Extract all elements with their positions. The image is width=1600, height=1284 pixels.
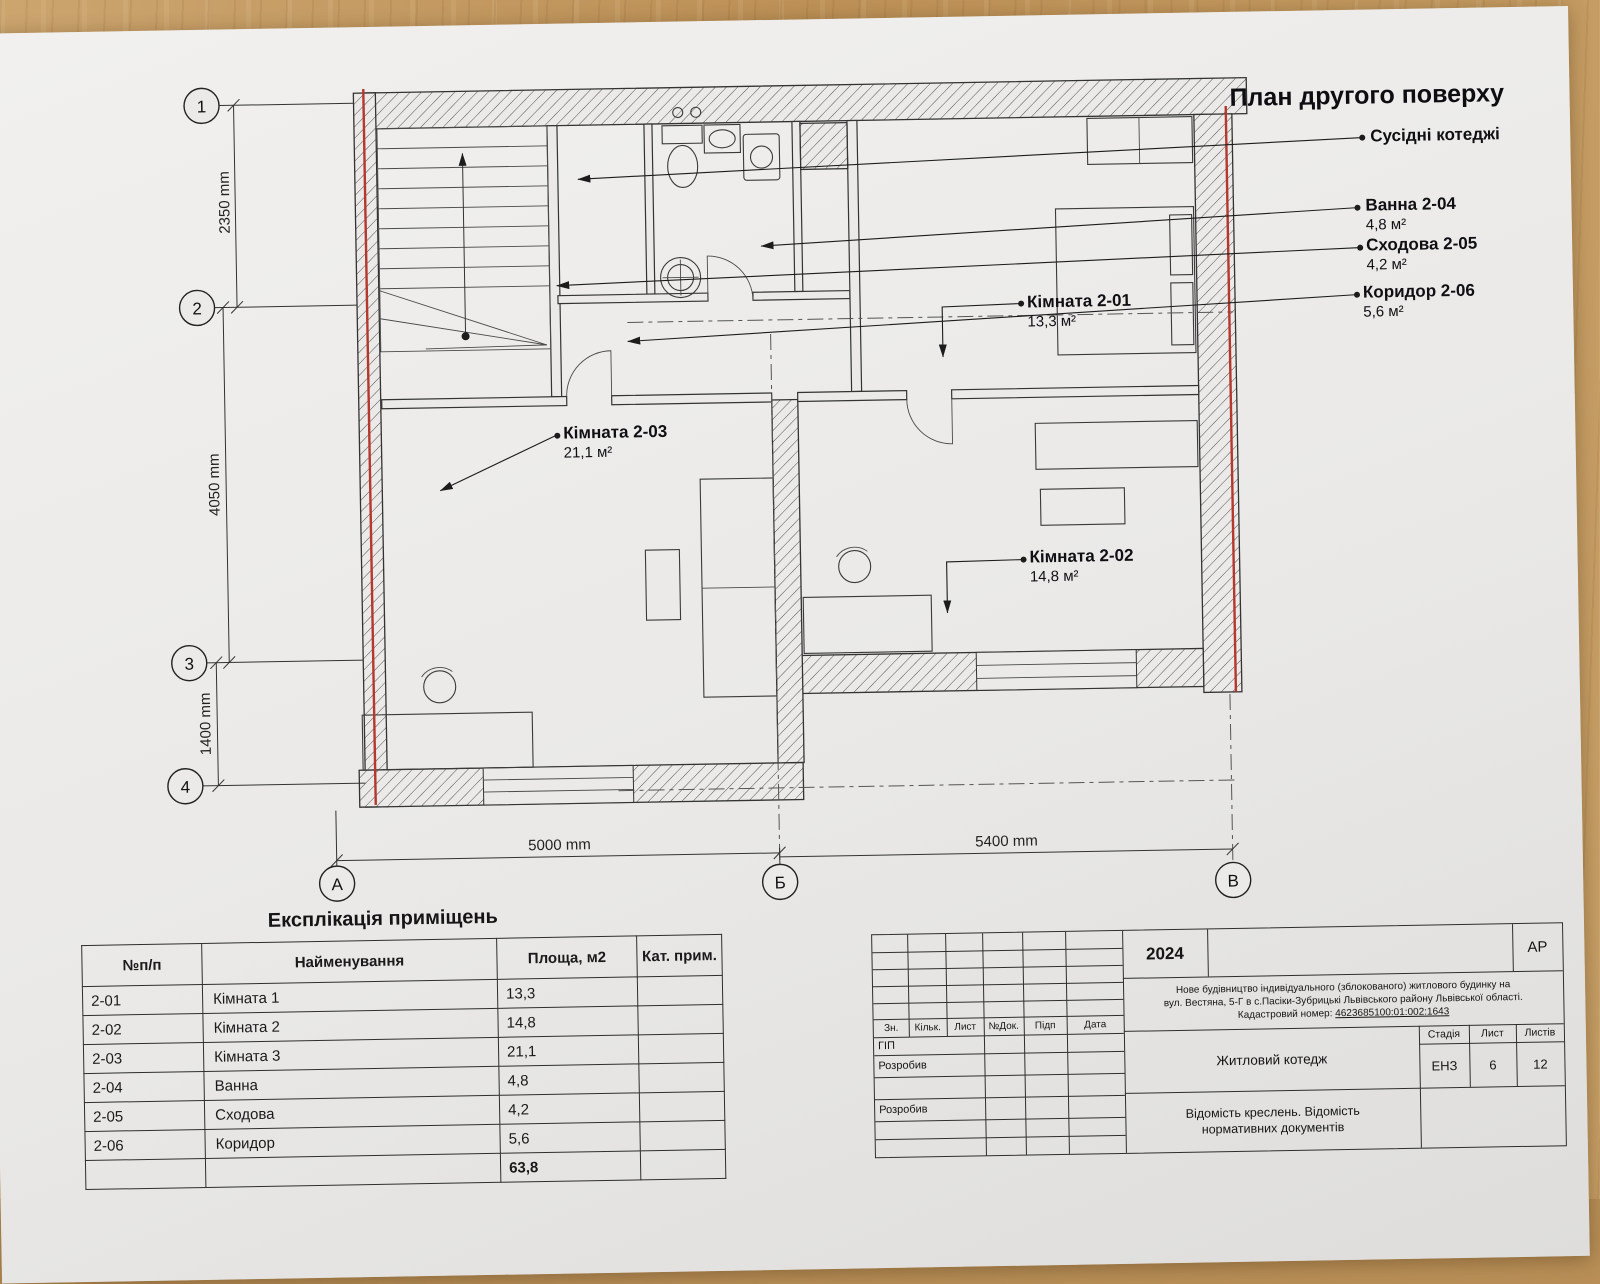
cell-area: 4,2 [499, 1093, 639, 1124]
sheet-content: 2350 mm 4050 mm 1400 mm 5000 mm 5400 mm … [0, 6, 1590, 1283]
explication-table: №п/п Найменування Площа, м2 Кат. прим. 2… [81, 934, 726, 1190]
cell-cat [637, 975, 722, 1005]
rev-header-doc: №Док. [984, 1017, 1024, 1036]
axis-v: В [1227, 871, 1239, 890]
cell-cat [639, 1062, 724, 1092]
chair-room-203 [421, 667, 456, 703]
bed-room-201 [1055, 207, 1196, 355]
label-neighbors: Сусідні котеджі [1370, 123, 1500, 146]
dim-5400: 5400 mm [975, 832, 1038, 850]
cell-empty [205, 1153, 500, 1187]
desk-room-202 [803, 595, 932, 653]
dim-5000: 5000 mm [528, 836, 591, 854]
stair-walk-line [462, 153, 465, 336]
signature-gip: ГІП [874, 1035, 986, 1055]
room-label-bath: Ванна 2-04 4,8 м² [1365, 193, 1456, 235]
cell-total-area: 63,8 [500, 1151, 640, 1182]
drawing-mark: АР [1512, 923, 1563, 971]
dim-4050: 4050 mm [206, 453, 224, 516]
cell-num: 2-04 [84, 1071, 204, 1102]
cell-area: 14,8 [498, 1006, 638, 1037]
sheet-header: Лист [1469, 1024, 1516, 1043]
floor-plan-drawing: 2350 mm 4050 mm 1400 mm 5000 mm 5400 mm … [0, 6, 1590, 926]
title-block: Зн. Кільк. Лист №Док. Підп Дата ГІП Розр… [871, 922, 1567, 1158]
vent-shaft [800, 123, 848, 170]
sheets-header: Листів [1516, 1023, 1564, 1042]
room-label-corridor: Коридор 2-06 5,6 м² [1363, 280, 1476, 322]
axis-3: 3 [184, 655, 194, 674]
cadastre-label: Кадастровий номер: [1238, 1008, 1336, 1021]
header-num: №п/п [82, 943, 203, 986]
signature-developer-1: Розробив [874, 1053, 986, 1077]
cell-num: 2-06 [85, 1129, 205, 1160]
header-name: Найменування [202, 938, 498, 984]
axis-b: Б [774, 873, 785, 892]
dimensions: 2350 mm 4050 mm 1400 mm 5000 mm 5400 mm [186, 82, 1238, 874]
sink-icon [704, 124, 740, 153]
rev-header-kilk: Кільк. [909, 1018, 947, 1037]
cell-cat [639, 1091, 724, 1121]
header-cat: Кат. прим. [637, 934, 723, 976]
doc-line-2: нормативних документів [1202, 1119, 1345, 1137]
document-list-title: Відомість креслень. Відомість нормативни… [1125, 1088, 1421, 1153]
cell-cat [640, 1120, 725, 1150]
axis-2: 2 [192, 299, 202, 318]
room-label-202: Кімната 2-02 14,8 м² [1029, 545, 1134, 587]
desk-room-203 [362, 712, 533, 770]
rev-header-zn: Зн. [874, 1019, 909, 1038]
stage-value: ЕНЗ [1419, 1043, 1470, 1088]
toilet-icon [662, 125, 703, 188]
stage-header: Стадія [1419, 1025, 1469, 1044]
year: 2024 [1122, 929, 1208, 977]
cadastre-number: 4623685100:01:002:1643 [1335, 1006, 1449, 1019]
cell-area: 13,3 [497, 977, 637, 1008]
drawing-sheet: 2350 mm 4050 mm 1400 mm 5000 mm 5400 mm … [0, 6, 1590, 1284]
dim-2350: 2350 mm [216, 171, 234, 234]
room-label-203: Кімната 2-03 21,1 м² [563, 421, 668, 463]
cell-empty [640, 1149, 725, 1179]
rev-header-lyst: Лист [947, 1017, 984, 1036]
door-room-203 [566, 351, 612, 397]
washing-machine-icon [743, 134, 780, 181]
signature-developer-2: Розробив [875, 1097, 987, 1121]
cell-area: 4,8 [499, 1064, 639, 1095]
rev-header-data: Дата [1067, 1015, 1124, 1034]
project-description: Нове будівництво індивідуального (зблоко… [1125, 970, 1562, 1031]
header-area: Площа, м2 [497, 936, 638, 979]
cell-num: 2-01 [82, 984, 202, 1015]
cell-cat [638, 1033, 723, 1063]
closet-room-201 [1087, 117, 1193, 165]
chair-room-202 [836, 547, 871, 583]
axis-1: 1 [197, 97, 207, 116]
door-room-202 [907, 399, 953, 445]
room-label-201: Кімната 2-01 13,3 м² [1027, 290, 1132, 332]
explication-section: Експлікація приміщень №п/п Найменування … [81, 902, 727, 1190]
cell-empty [85, 1158, 205, 1189]
cell-num: 2-03 [83, 1042, 203, 1073]
rev-header-pidp: Підп [1024, 1016, 1067, 1035]
room-label-stairs: Сходова 2-05 4,2 м² [1366, 233, 1478, 275]
cell-cat [638, 1004, 723, 1034]
cadastre-line: Кадастровий номер: 4623685100:01:002:164… [1238, 1005, 1450, 1022]
object-name: Житловий котедж [1124, 1026, 1420, 1093]
cell-area: 5,6 [500, 1122, 640, 1153]
bathroom-fixtures [658, 106, 782, 298]
floor-drain-icon [660, 257, 701, 298]
axis-a: А [331, 875, 343, 894]
axis-4: 4 [181, 778, 191, 797]
cell-num: 2-02 [83, 1013, 203, 1044]
sheet-value: 6 [1469, 1042, 1517, 1087]
cell-num: 2-05 [84, 1100, 204, 1131]
wardrobe-room-202 [1035, 421, 1198, 470]
dim-1400: 1400 mm [197, 692, 215, 755]
cabinet-room-203 [645, 550, 680, 621]
staircase [377, 126, 551, 352]
table-room-202 [1040, 488, 1125, 525]
wardrobe-room-203 [700, 478, 777, 697]
sheets-value: 12 [1516, 1041, 1565, 1086]
cell-area: 21,1 [498, 1035, 638, 1066]
plan-title: План другого поверху [1229, 79, 1504, 113]
